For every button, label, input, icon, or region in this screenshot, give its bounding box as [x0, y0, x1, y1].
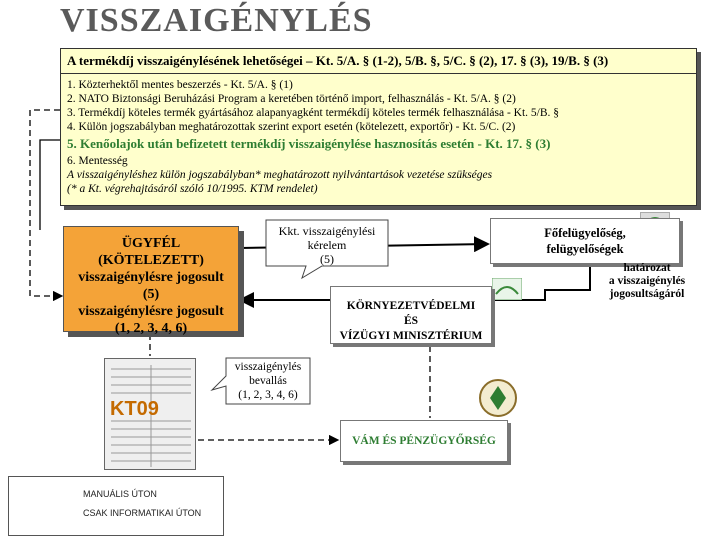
client-eligible-5: (5) [142, 287, 160, 302]
solid-loop-connector [39, 139, 60, 230]
possibility-2: 2. NATO Biztonsági Beruházási Program a … [67, 93, 516, 105]
request-line-3: (5) [320, 252, 334, 266]
declaration-line-2: bevallás [249, 375, 287, 387]
kt09-form-label: KT09 [110, 398, 159, 420]
decision-label: határozat a visszaigénylés jogosultságár… [598, 262, 696, 301]
client-subtitle: (KÖTELEZETT) [98, 253, 204, 268]
authority-line-1: Főfelügyelőség, [544, 226, 626, 240]
request-line-1: Kkt. visszaigénylési [278, 224, 376, 238]
decree-note: (* a Kt. végrehajtásáról szóló 10/1995. … [67, 183, 318, 195]
possibility-4: 4. Külön jogszabályban meghatározottak s… [67, 121, 516, 133]
declaration-line-1: visszaigénylés [234, 361, 302, 373]
customs-box: VÁM ÉS PÉNZÜGYŐRSÉG [340, 420, 508, 462]
ministry-line-1: KÖRNYEZETVÉDELMI [346, 300, 476, 312]
client-eligible-label: visszaigénylésre jogosult [78, 270, 224, 285]
request-line-2: kérelem [307, 238, 347, 252]
possibility-6: 6. Mentesség [67, 155, 128, 167]
client-eligible-label-2: visszaigénylésre jogosult [78, 304, 224, 319]
ministry-box: KÖRNYEZETVÉDELMI ÉS VÍZÜGYI MINISZTÉRIUM [330, 286, 492, 344]
page-title: VISSZAIGÉNYLÉS [60, 2, 373, 39]
ministry-line-3: VÍZÜGYI MINISZTÉRIUM [339, 330, 483, 342]
legend-box: MANUÁLIS ÚTON CSAK INFORMATIKAI ÚTON [8, 476, 224, 536]
records-note: A visszaigényléshez külön jogszabályban*… [67, 169, 493, 181]
ministry-logo-icon [491, 277, 523, 301]
client-box: ÜGYFÉL (KÖTELEZETT) visszaigénylésre jog… [63, 226, 239, 336]
possibility-1: 1. Közterhektől mentes beszerzés - Kt. 5… [67, 79, 293, 91]
possibilities-box: A termékdíj visszaigénylésének lehetőség… [60, 48, 697, 206]
possibility-5: 5. Kenőolajok után befizetett termékdíj … [67, 136, 551, 151]
declaration-callout-shape [210, 357, 311, 405]
decision-line-2: a visszaigénylés [608, 275, 686, 287]
kt09-form-thumbnail [104, 358, 196, 470]
dashed-loop-connector [29, 109, 64, 302]
possibility-3: 3. Termékdíj köteles termék gyártásához … [67, 107, 560, 119]
legend-manual-label: MANUÁLIS ÚTON [83, 489, 157, 499]
declaration-line-3: (1, 2, 3, 4, 6) [238, 389, 298, 401]
decision-line-1: határozat [623, 262, 671, 274]
possibilities-heading: A termékdíj visszaigénylésének lehetőség… [67, 53, 609, 68]
authority-line-2: felügyelőségek [546, 242, 624, 256]
ministry-line-2: ÉS [403, 315, 419, 327]
request-callout-shape [265, 219, 389, 280]
client-title: ÜGYFÉL [121, 236, 181, 251]
legend-it-label: CSAK INFORMATIKAI ÚTON [83, 508, 202, 518]
client-eligible-others: (1, 2, 3, 4, 6) [114, 321, 188, 336]
authority-box: Főfelügyelőség, felügyelőségek [490, 218, 680, 264]
customs-emblem-icon [478, 378, 518, 418]
decision-line-3: jogosultságáról [609, 288, 685, 300]
heading-divider [61, 73, 696, 74]
